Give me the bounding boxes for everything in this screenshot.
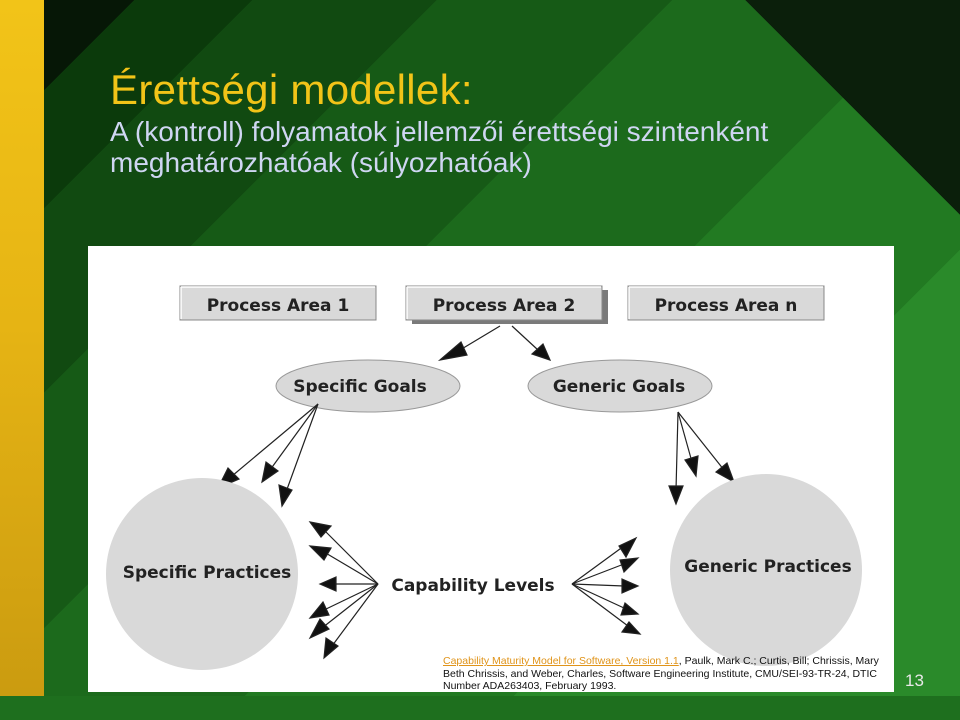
arrows-capability-to-generic-practices xyxy=(571,536,642,635)
process-area-2-label: Process Area 2 xyxy=(433,296,576,316)
citation-text: Capability Maturity Model for Software, … xyxy=(443,655,883,693)
bottom-accent-bar xyxy=(0,696,960,720)
process-area-box: Process Area n xyxy=(627,285,825,321)
process-area-1-label: Process Area 1 xyxy=(207,296,350,316)
page-number: 13 xyxy=(905,671,924,690)
capability-levels-label: Capability Levels xyxy=(391,576,554,596)
generic-goals-label: Generic Goals xyxy=(553,377,685,397)
citation-details: , Paulk, Mark C.; Curtis, Bill; Chrissis… xyxy=(443,655,879,692)
diagram-panel: Process Area 1 Process Area 2 Process Ar… xyxy=(88,246,894,692)
generic-practices-label: Generic Practices xyxy=(684,557,851,577)
slide-subtitle: A (kontroll) folyamatok jellemzői éretts… xyxy=(110,116,769,178)
process-area-box: Process Area 1 xyxy=(179,285,377,321)
cmm-diagram: Process Area 1 Process Area 2 Process Ar… xyxy=(106,285,862,670)
process-area-n-label: Process Area n xyxy=(655,296,798,316)
arrows-process-to-goals xyxy=(437,325,552,361)
process-area-box: Process Area 2 xyxy=(405,285,608,324)
left-accent-bar xyxy=(0,0,44,720)
specific-practices-label: Specific Practices xyxy=(123,563,292,583)
specific-goals-ellipse: Specific Goals xyxy=(275,359,461,413)
specific-practices-circle: Specific Practices xyxy=(106,478,298,670)
citation-link[interactable]: Capability Maturity Model for Software, … xyxy=(443,655,679,667)
arrows-generic-goals-to-practices xyxy=(668,411,736,506)
generic-goals-ellipse: Generic Goals xyxy=(527,359,713,413)
arrows-capability-to-specific-practices xyxy=(308,521,379,660)
generic-practices-circle: Generic Practices xyxy=(670,474,862,666)
slide-title: Érettségi modellek: xyxy=(110,66,473,113)
specific-goals-label: Specific Goals xyxy=(293,377,427,397)
